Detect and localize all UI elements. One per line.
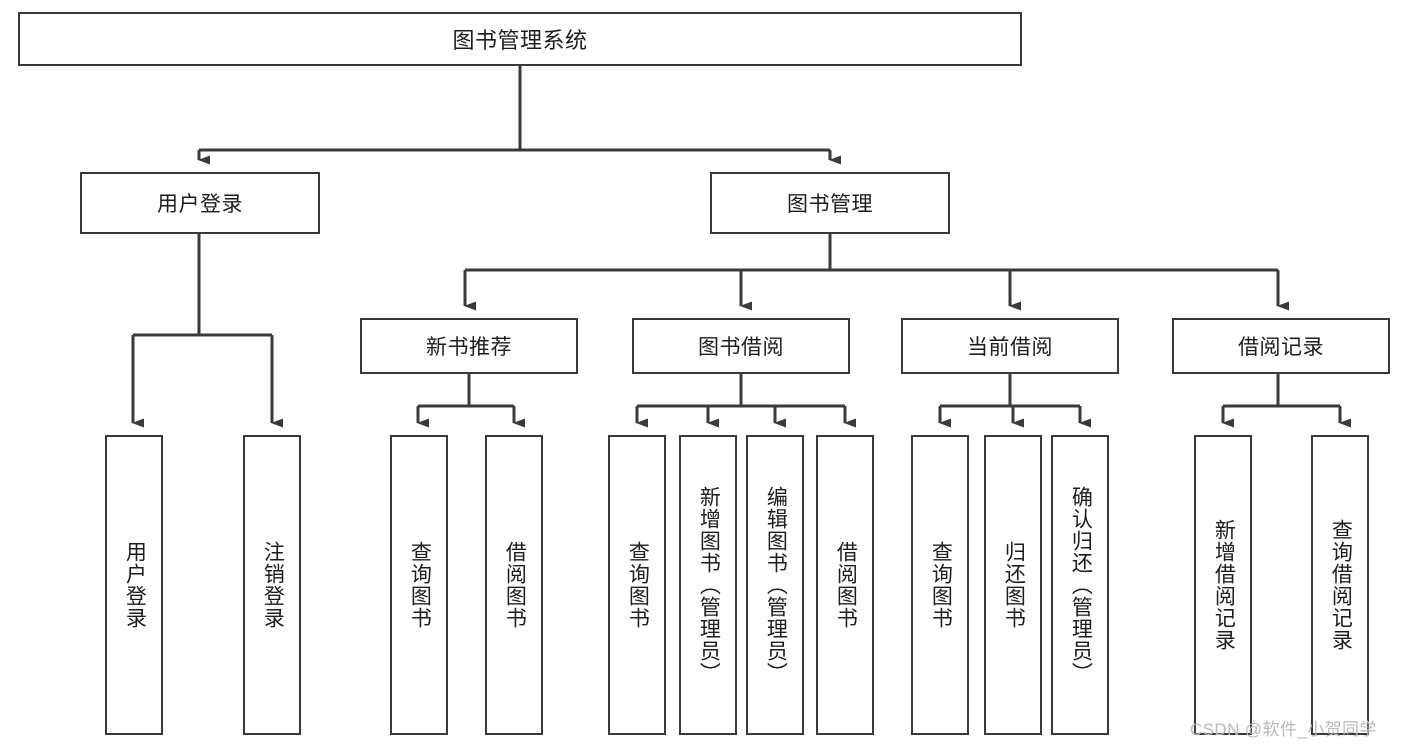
leaf-add-borrow-record[interactable]: 新增借阅记录 — [1194, 435, 1252, 735]
leaf-confirm-return-admin[interactable]: 确认归还（管理员） — [1051, 435, 1109, 735]
leaf-label: 注销登录 — [261, 541, 285, 629]
leaf-logout[interactable]: 注销登录 — [243, 435, 301, 735]
node-label: 图书借阅 — [698, 336, 784, 359]
leaf-return-books[interactable]: 归还图书 — [984, 435, 1042, 735]
node-root-system[interactable]: 图书管理系统 — [18, 12, 1022, 66]
leaf-query-books-current[interactable]: 查询图书 — [911, 435, 969, 735]
leaf-label: 查询图书 — [626, 541, 650, 629]
leaf-label: 查询图书 — [408, 541, 432, 629]
leaf-label: 新增借阅记录 — [1212, 519, 1236, 651]
node-label: 图书管理 — [787, 193, 873, 216]
leaf-label: 编辑图书（管理员） — [764, 486, 788, 684]
leaf-edit-book-admin[interactable]: 编辑图书（管理员） — [746, 435, 804, 735]
leaf-query-books-recommend[interactable]: 查询图书 — [390, 435, 448, 735]
node-borrow-records[interactable]: 借阅记录 — [1172, 318, 1390, 374]
leaf-add-book-admin[interactable]: 新增图书（管理员） — [679, 435, 737, 735]
node-current-borrow[interactable]: 当前借阅 — [901, 318, 1119, 374]
leaf-label: 用户登录 — [123, 541, 147, 629]
edge-borrow-to-leaves — [635, 374, 856, 428]
leaf-user-login[interactable]: 用户登录 — [105, 435, 163, 735]
leaf-label: 借阅图书 — [503, 541, 527, 629]
edge-new-books-to-leaves — [416, 374, 525, 428]
edge-root-to-level2 — [197, 66, 841, 165]
node-user-login[interactable]: 用户登录 — [80, 172, 320, 234]
node-new-book-recommend[interactable]: 新书推荐 — [360, 318, 578, 374]
node-label: 新书推荐 — [426, 336, 512, 359]
node-label: 用户登录 — [157, 193, 243, 216]
edge-book-mgmt-to-level3 — [463, 234, 1289, 311]
edge-current-borrow-to-leaves — [938, 374, 1091, 428]
leaf-label: 借阅图书 — [834, 541, 858, 629]
leaf-label: 确认归还（管理员） — [1069, 486, 1093, 684]
leaf-borrow-books-recommend[interactable]: 借阅图书 — [485, 435, 543, 735]
leaf-label: 新增图书（管理员） — [697, 486, 721, 684]
edge-user-login-to-leaves — [131, 234, 283, 428]
node-label: 借阅记录 — [1238, 336, 1324, 359]
leaf-borrow-books[interactable]: 借阅图书 — [816, 435, 874, 735]
leaf-label: 查询图书 — [929, 541, 953, 629]
node-label: 图书管理系统 — [452, 28, 588, 53]
node-book-borrow[interactable]: 图书借阅 — [632, 318, 850, 374]
leaf-label: 归还图书 — [1002, 541, 1026, 629]
node-book-management[interactable]: 图书管理 — [710, 172, 950, 234]
edge-records-to-leaves — [1221, 374, 1351, 428]
leaf-query-books-borrow[interactable]: 查询图书 — [608, 435, 666, 735]
csdn-watermark: CSDN @软件_小贺同学 — [1190, 720, 1377, 739]
leaf-query-borrow-record[interactable]: 查询借阅记录 — [1311, 435, 1369, 735]
node-label: 当前借阅 — [967, 336, 1053, 359]
leaf-label: 查询借阅记录 — [1329, 519, 1353, 651]
